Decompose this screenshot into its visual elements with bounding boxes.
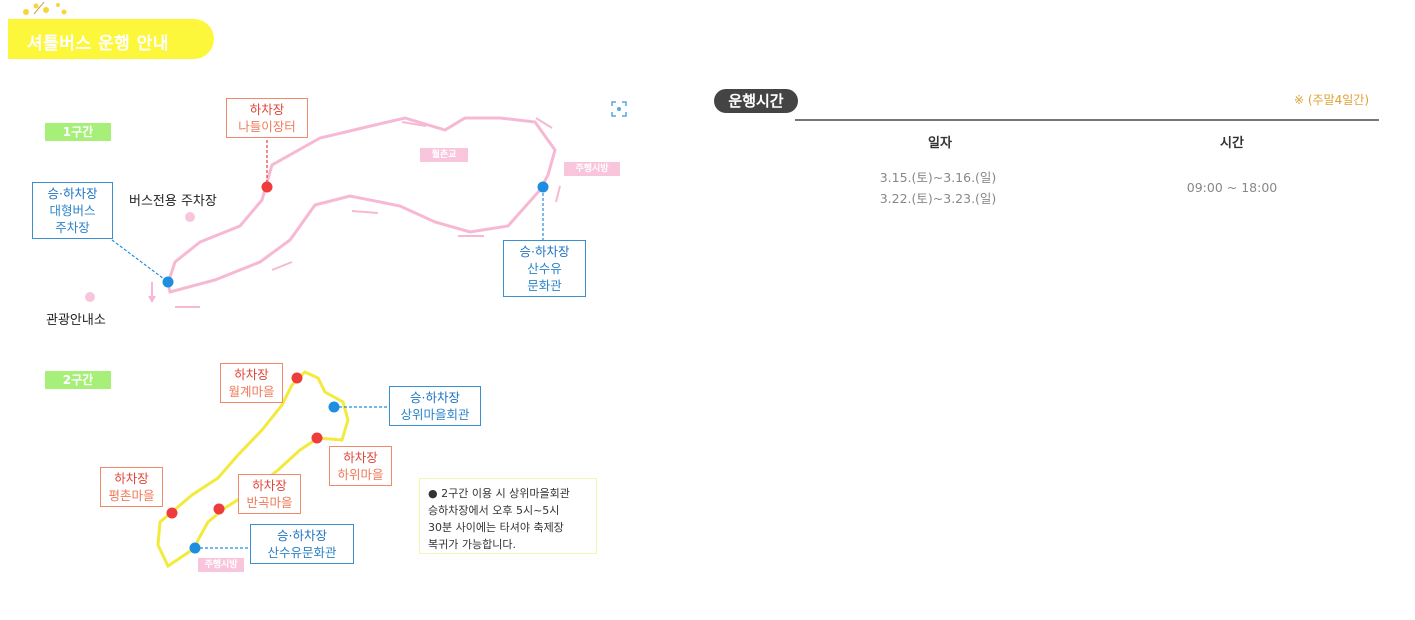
route1-path bbox=[166, 116, 557, 294]
stop-bus-parking-label: 승·하차장 대형버스 주차장 bbox=[32, 182, 113, 239]
stop-sangwi-dot bbox=[328, 401, 340, 413]
one-way-tag-2: 주행시방 bbox=[198, 558, 244, 572]
time-cell: 09:00 ~ 18:00 bbox=[1186, 180, 1278, 195]
expand-icon[interactable] bbox=[611, 101, 627, 117]
landmark-tourist-info-dot bbox=[85, 292, 95, 302]
one-way-tag-1: 주행시방 bbox=[564, 162, 620, 176]
date-cell: 3.15.(토)~3.16.(일) 3.22.(토)~3.23.(일) bbox=[879, 170, 997, 206]
stop-bangok-dot bbox=[213, 503, 225, 515]
page-title: 셔틀버스 운행 안내 bbox=[27, 34, 169, 54]
landmark-bus-parking-dot bbox=[185, 212, 195, 222]
bus-parking-label: 버스전용 주차장 bbox=[129, 194, 217, 209]
section2-badge: 2구간 bbox=[45, 371, 111, 389]
schedule-divider bbox=[795, 119, 1379, 121]
stop-sansu2-label: 승·하차장 산수유문화관 bbox=[250, 524, 354, 564]
title-badge bbox=[8, 19, 214, 59]
schedule-title: 운행시간 bbox=[714, 89, 798, 113]
bridge-tag: 월촌교 bbox=[420, 148, 468, 162]
col-time-header: 시간 bbox=[1220, 136, 1244, 151]
stop-wolgye-dot bbox=[291, 372, 303, 384]
stop-sansu-dot bbox=[537, 181, 549, 193]
stop-bangok-label: 하차장 반곡마을 bbox=[238, 474, 301, 514]
stop-pyeongchon-label: 하차장 평촌마을 bbox=[100, 467, 163, 507]
stop-sansu-label: 승·하차장 산수유 문화관 bbox=[503, 240, 586, 297]
tourist-info-label: 관광안내소 bbox=[46, 313, 106, 328]
col-date-header: 일자 bbox=[928, 136, 952, 151]
stop-nadeul-dot bbox=[261, 181, 273, 193]
stop-sangwi-label: 승·하차장 상위마을회관 bbox=[389, 386, 481, 426]
stop-nadeul-label: 하차장 나들이장터 bbox=[226, 98, 308, 138]
route-map bbox=[85, 116, 561, 569]
stop-wolgye-label: 하차장 월계마을 bbox=[220, 363, 283, 403]
stop-hawi-dot bbox=[311, 432, 323, 444]
section1-badge: 1구간 bbox=[45, 123, 111, 141]
stop-bus-parking-dot bbox=[162, 276, 174, 288]
stop-sansu2-dot bbox=[189, 542, 201, 554]
stop-hawi-label: 하차장 하위마을 bbox=[329, 446, 392, 486]
section2-note: ● 2구간 이용 시 상위마을회관 승하차장에서 오후 5시~5시 30분 사이… bbox=[419, 478, 597, 554]
schedule-note: ※ (주말4일간) bbox=[1294, 93, 1370, 107]
flower-icon bbox=[23, 1, 67, 15]
stop-pyeongchon-dot bbox=[166, 507, 178, 519]
